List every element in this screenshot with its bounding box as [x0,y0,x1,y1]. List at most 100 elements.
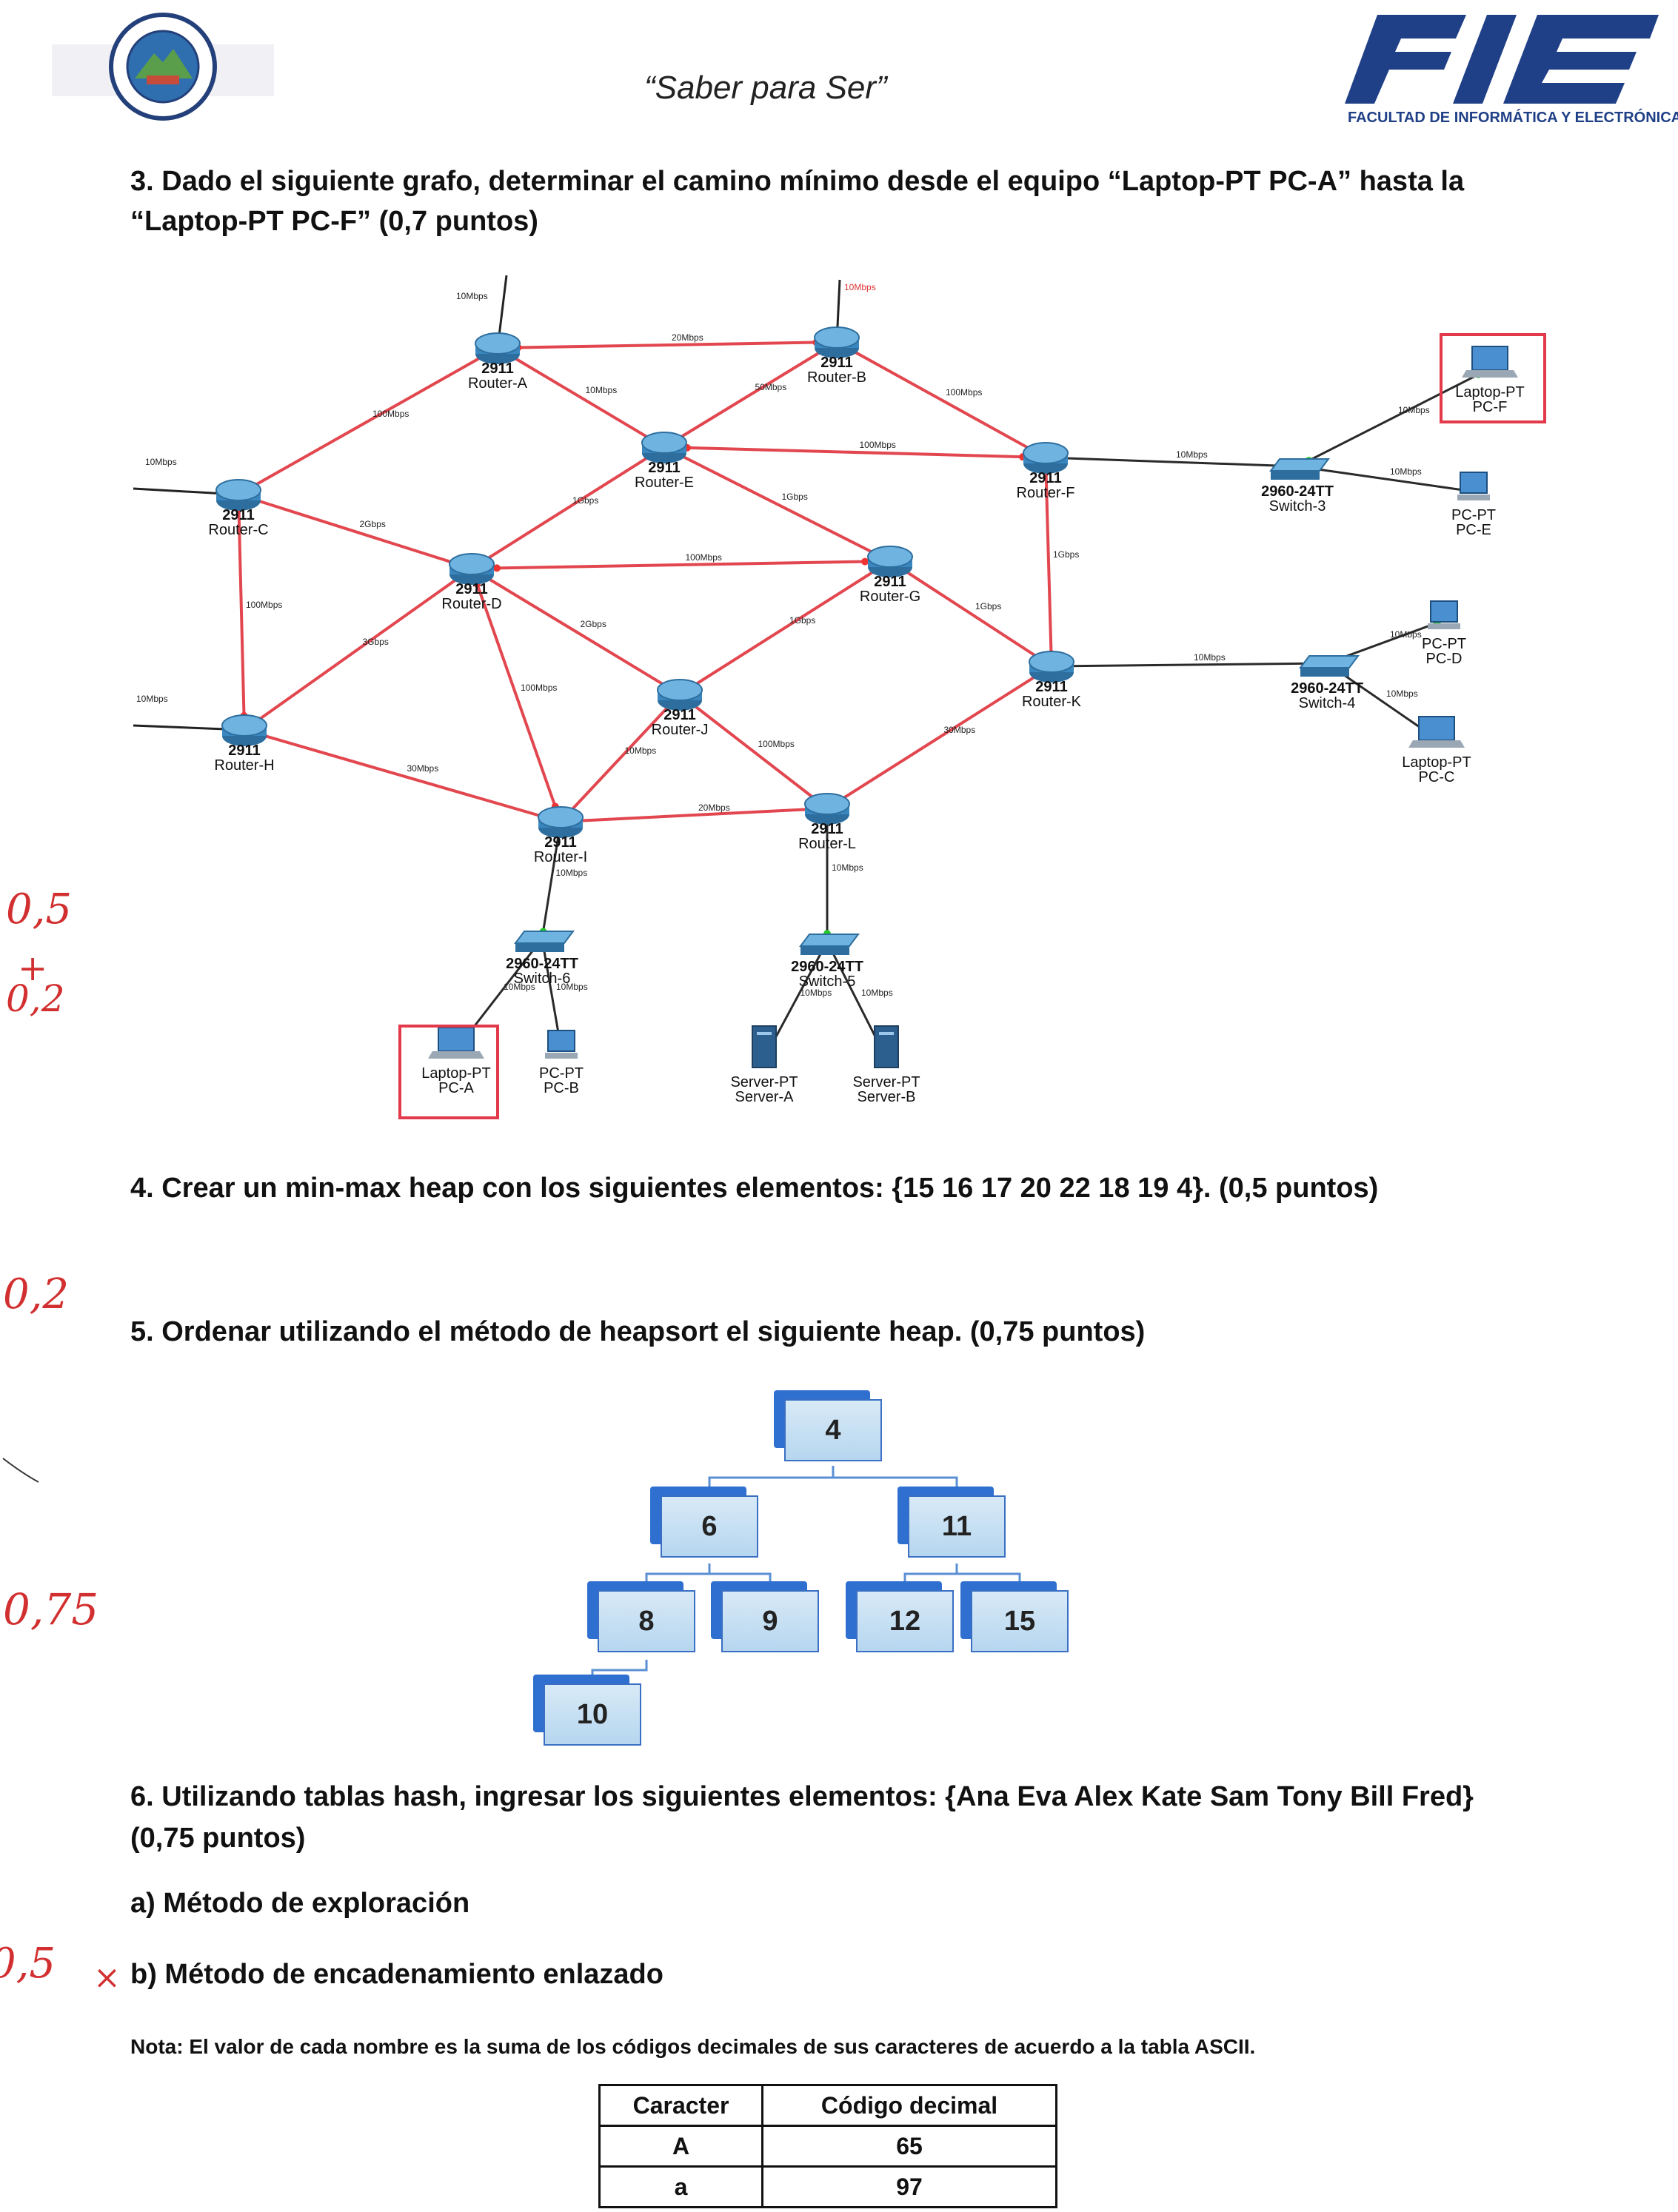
link-label: 10Mbps [861,988,893,998]
link-port [861,557,869,566]
router-model: 2911 [544,834,576,851]
router-name: Router-H [214,757,274,774]
network-link [470,446,666,570]
table-row: a 97 [598,2165,1057,2208]
ascii-note: Nota: El valor de cada nombre es la suma… [130,2035,1256,2058]
grade-q3-plus: + [18,948,48,989]
switch-name: Switch-6 [514,971,571,987]
grade-q3-2: 0,2 [6,977,65,1020]
router-icon [814,326,860,358]
link-label: 1Gbps [975,601,1001,611]
device-name: PC-F [1473,399,1508,415]
highlight-box [398,1025,499,1119]
link-label: 10Mbps [586,385,618,395]
router-model: 2911 [481,361,513,377]
grade-q4: 0,2 [3,1270,70,1318]
router-name: Router-J [652,722,709,738]
grade-q6-cross: × [93,1959,121,1997]
router-model: 2911 [820,355,852,371]
network-link [826,665,1053,810]
router-icon [538,806,584,838]
link-label: 30Mbps [944,725,976,735]
link-label: 10Mbps [844,282,876,292]
link-label: 10Mbps [456,291,488,301]
table-cell: a [598,2165,764,2208]
switch-model: 2960-24TT [1261,483,1334,500]
question-6-a: a) Método de exploración [130,1888,470,1919]
table-header: Caracter [598,2084,764,2127]
router-icon [475,332,521,364]
router-name: Router-B [807,369,866,386]
heap-node-root: 4 [774,1390,885,1461]
laptop-icon [428,1027,484,1059]
grade-q3-1: 0,5 [6,885,73,934]
network-link [1045,456,1298,468]
espoch-seal-logo [52,7,274,126]
switch-icon [514,931,575,952]
link-label: 10Mbps [504,982,535,992]
network-link [663,341,838,449]
device-type: Laptop-PT [421,1065,490,1082]
network-link [244,728,561,823]
network-link [243,567,473,731]
router-name: Router-D [441,596,501,612]
question-5: 5. Ordenar utilizando el método de heaps… [130,1316,1146,1347]
link-label: 10Mbps [625,745,657,756]
link-label: 10Mbps [1386,688,1418,699]
network-link [471,560,891,570]
router-icon [221,714,267,746]
link-label: 10Mbps [1176,449,1208,460]
router-name: Router-G [860,589,920,605]
link-label: 20Mbps [672,332,703,343]
server-icon [752,1025,777,1068]
network-link [663,446,1046,459]
network-link [560,807,828,823]
router-name: Router-I [534,849,587,865]
link-label: 100Mbps [860,440,896,450]
device-type: Laptop-PT [1455,384,1524,400]
question-3-line1: 3. Dado el siguiente grafo, determinar e… [130,166,1465,197]
network-link [1051,662,1328,668]
router-model: 2911 [222,507,254,523]
link-label: 20Mbps [698,802,730,813]
router-model: 2911 [811,821,843,837]
router-name: Router-K [1022,694,1082,710]
router-name: Router-C [208,522,268,538]
switch-icon [1299,655,1360,677]
link-label: 10Mbps [1398,405,1430,415]
switch-name: Switch-5 [799,973,856,990]
switch-icon [799,934,860,955]
router-icon [449,553,495,585]
device-name: Server-A [735,1089,795,1105]
table-row: A 65 [598,2125,1057,2168]
heap-node: 8 [587,1581,698,1652]
router-model: 2911 [1029,470,1061,486]
network-link [470,567,681,696]
router-icon [657,679,703,711]
router-icon [1023,442,1069,474]
router-model: 2911 [455,581,487,597]
table-cell: 97 [761,2165,1057,2208]
table-cell: A [598,2125,764,2168]
pc-icon [1428,600,1460,629]
link-label: 1Gbps [1053,549,1079,560]
network-link [496,346,666,449]
server-icon [874,1025,899,1068]
link-label: 10Mbps [800,988,832,998]
router-model: 2911 [1035,679,1067,695]
switch-name: Switch-4 [1299,695,1356,711]
link-label: 100Mbps [686,552,722,563]
device-name: PC-D [1426,651,1463,667]
device-type: PC-PT [1422,636,1466,652]
link-label: 10Mbps [1390,466,1422,477]
network-link [836,341,1046,459]
link-label: 10Mbps [832,862,863,873]
device-name: PC-B [544,1080,579,1096]
router-name: Router-L [798,836,856,852]
link-label: 50Mbps [755,382,787,392]
fie-logo: FACULTAD DE INFORMÁTICA Y ELECTRÓNICA [1318,6,1678,132]
heap-node: 9 [711,1581,822,1652]
switch-icon [1269,458,1330,480]
network-link [1044,457,1053,667]
link-label: 100Mbps [758,739,795,749]
